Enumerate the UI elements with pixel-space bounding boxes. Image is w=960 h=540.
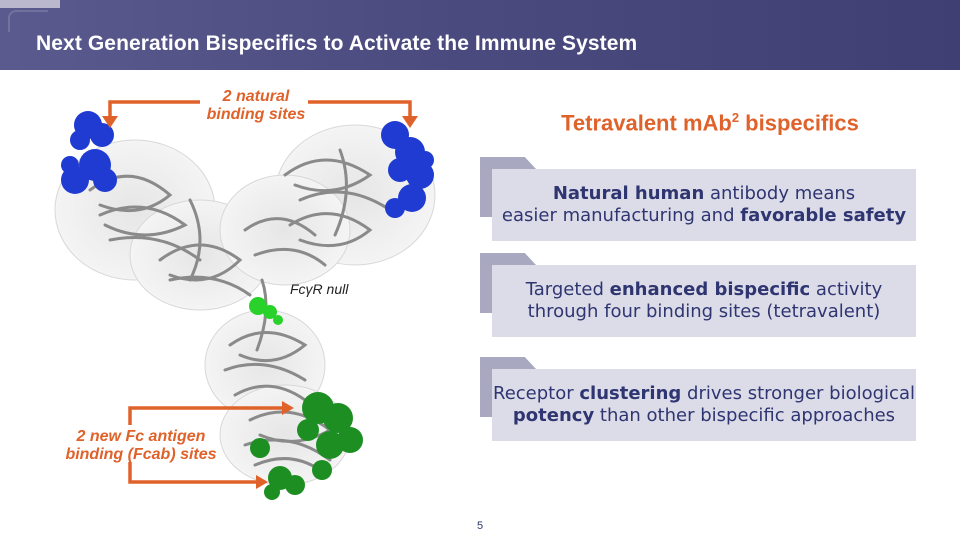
card-bold-text: favorable safety xyxy=(740,205,907,226)
card-bold-text: potency xyxy=(512,405,595,426)
card-text: activity xyxy=(810,279,883,300)
fcgr-null-label: FcγR null xyxy=(290,281,349,297)
title-superscript: 2 xyxy=(731,110,740,125)
fcab-site-lower xyxy=(250,438,305,500)
natural-binding-site-right xyxy=(381,121,434,218)
page-title: Next Generation Bispecifics to Activate … xyxy=(36,32,638,55)
fcab-sites-arrows xyxy=(128,406,284,484)
fcab-label-line2: binding (Fcab) sites xyxy=(65,446,217,463)
title-main: Tetravalent mAb xyxy=(561,110,732,136)
card-text: Receptor xyxy=(493,383,580,404)
card-body: Receptor clustering drives stronger biol… xyxy=(492,369,916,441)
section-title: Tetravalent mAb2 bispecifics xyxy=(560,110,860,136)
arrow-head-fcab-lower xyxy=(256,475,268,489)
card-text: than other bispecific approaches xyxy=(594,405,896,426)
natural-binding-site-left xyxy=(61,111,117,194)
card-body: Natural human antibody means easier manu… xyxy=(492,169,916,241)
fcgr-null-site xyxy=(249,297,283,325)
card-text: antibody means xyxy=(704,183,856,204)
fcab-site-upper xyxy=(297,392,363,480)
header-accent-tab xyxy=(0,0,60,8)
card-text: easier manufacturing and xyxy=(501,205,741,226)
fcab-sites-label: 2 new Fc antigen binding (Fcab) sites xyxy=(56,428,226,464)
card-bold-text: clustering xyxy=(579,383,682,404)
card-text: drives stronger biological xyxy=(681,383,915,404)
arrow-head-fcab-upper xyxy=(282,401,294,415)
card-text: Targeted xyxy=(525,279,610,300)
natural-label-line2: binding sites xyxy=(206,106,306,123)
card-bold-text: Natural human xyxy=(552,183,705,204)
antibody-structure-illustration xyxy=(54,100,436,500)
arrow-head-right xyxy=(402,116,418,128)
card-bold-text: enhanced bispecific xyxy=(609,279,811,300)
page-number: 5 xyxy=(476,520,484,532)
header-notch-decoration xyxy=(8,10,48,32)
card-body: Targeted enhanced bispecific activity th… xyxy=(492,265,916,337)
card-text: through four binding sites (tetravalent) xyxy=(527,301,881,322)
arrow-head-left xyxy=(102,116,118,128)
title-rest: bispecifics xyxy=(739,110,859,136)
header-bar: Next Generation Bispecifics to Activate … xyxy=(0,0,960,70)
fcab-label-line1: 2 new Fc antigen xyxy=(76,428,206,445)
natural-binding-sites-label: 2 natural binding sites xyxy=(196,88,316,124)
natural-label-line1: 2 natural xyxy=(222,88,290,105)
natural-sites-arrows xyxy=(108,100,412,118)
